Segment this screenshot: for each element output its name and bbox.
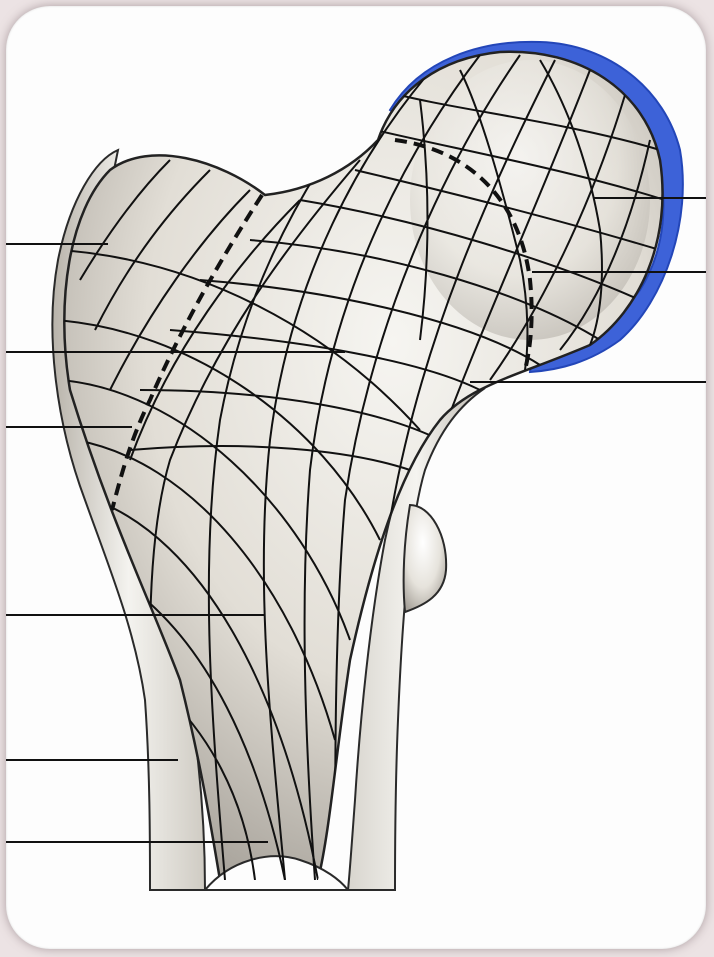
figure-panel <box>6 6 706 949</box>
femur-diagram <box>6 6 706 949</box>
lesser-trochanter <box>404 505 447 612</box>
